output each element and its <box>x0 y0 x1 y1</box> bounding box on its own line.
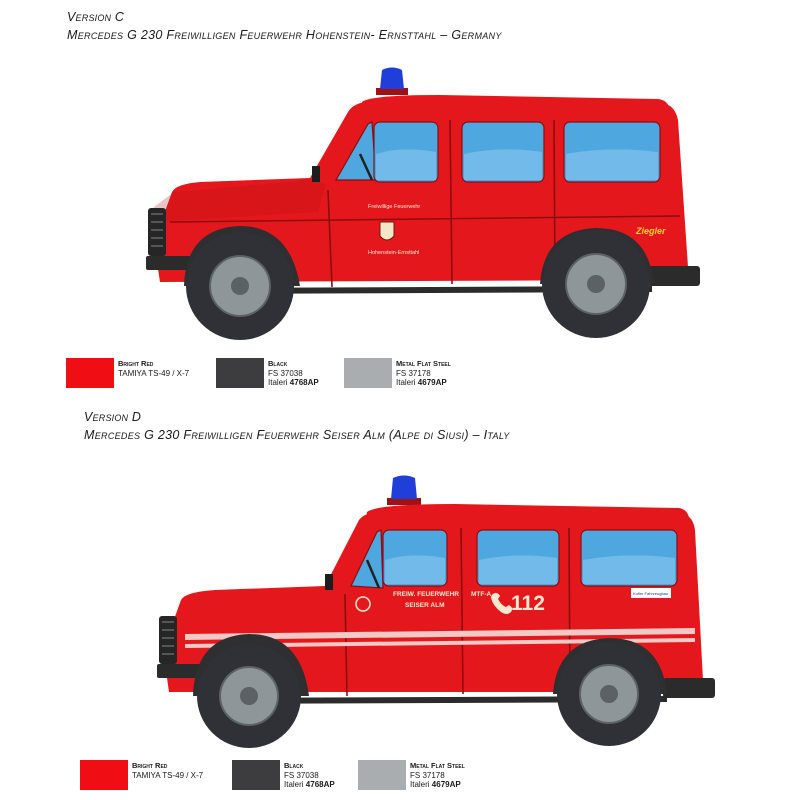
paint-code: TAMIYA TS-49 / X-7 <box>132 770 204 780</box>
paint-code: FS 37178 <box>396 368 431 378</box>
door-text-line2: Hohenstein-Ernsttahl <box>368 250 419 256</box>
windshield <box>350 529 384 589</box>
paint-name: Metal Flat Steel <box>410 761 465 770</box>
version-d-vehicle-illustration: FREIW. FEUERWEHR SEISER ALM MTF-A 112 Ko… <box>157 475 715 748</box>
version-c-vehicle-illustration: Freiwillige Feuerwehr Hohenstein-Ernstta… <box>146 67 700 340</box>
paint-black: Black FS 37038 Italeri 4768AP <box>268 359 319 388</box>
door-text-line1: FREIW. FEUERWEHR <box>393 591 459 598</box>
paint-name: Black <box>268 359 288 368</box>
version-c-title: Mercedes G 230 Freiwilligen Feuerwehr Ho… <box>67 28 502 42</box>
mta-text: MTF-A <box>471 591 492 598</box>
rear-bumper <box>648 266 700 286</box>
side-stripes <box>185 628 695 640</box>
front-bumper <box>157 664 203 678</box>
paint-bright-red: Bright Red TAMIYA TS-49 / X-7 <box>132 761 203 780</box>
paint-name: Metal Flat Steel <box>396 359 451 368</box>
paint-code: FS 37038 <box>268 368 303 378</box>
paint-black: Black FS 37038 Italeri 4768AP <box>284 761 335 790</box>
paint-italeri: Italeri 4679AP <box>396 378 447 387</box>
paint-name: Bright Red <box>132 761 168 770</box>
version-d-section: Version D Mercedes G 230 Freiwilligen Fe… <box>0 400 799 800</box>
rear-logo-text: Kofler Fahrzeugbau <box>633 591 668 596</box>
paint-italeri: Italeri 4768AP <box>268 378 319 387</box>
paint-code: TAMIYA TS-49 / X-7 <box>118 368 190 378</box>
mirror <box>325 574 333 590</box>
swatch-bright-red <box>80 760 128 790</box>
rear-bumper <box>663 678 715 698</box>
blue-beacon <box>380 67 404 89</box>
door-crest <box>379 221 395 241</box>
swatch-black <box>232 760 280 790</box>
rear-logo <box>631 588 671 598</box>
version-d-label: Version D <box>84 410 142 424</box>
number-112: 112 <box>511 592 545 615</box>
swatch-bright-red <box>66 358 114 388</box>
paint-bright-red: Bright Red TAMIYA TS-49 / X-7 <box>118 359 189 378</box>
swatch-metal-flat-steel <box>344 358 392 388</box>
paint-italeri: Italeri 4679AP <box>410 780 461 789</box>
door-emblem <box>355 596 371 612</box>
version-c-label: Version C <box>67 10 125 24</box>
mirror <box>312 166 320 182</box>
beacon-base <box>376 88 408 95</box>
front-bumper <box>146 256 192 270</box>
beacon-base <box>387 498 421 505</box>
swatch-black <box>216 358 264 388</box>
paint-metal-flat-steel: Metal Flat Steel FS 37178 Italeri 4679AP <box>396 359 451 388</box>
door-text-line1: Freiwillige Feuerwehr <box>368 204 420 210</box>
paint-code: FS 37038 <box>284 770 319 780</box>
grille <box>148 208 166 256</box>
paint-italeri: Italeri 4768AP <box>284 780 335 789</box>
door-text-line2: SEISER ALM <box>405 602 445 609</box>
phone-icon <box>491 592 513 614</box>
version-c-section: Version C Mercedes G 230 Freiwilligen Fe… <box>66 10 700 388</box>
paint-name: Bright Red <box>118 359 154 368</box>
blue-beacon <box>391 475 417 499</box>
paint-name: Black <box>284 761 304 770</box>
version-d-title: Mercedes G 230 Freiwilligen Feuerwehr Se… <box>84 428 510 442</box>
body-main <box>163 512 703 692</box>
swatch-metal-flat-steel <box>358 760 406 790</box>
grille <box>159 616 177 664</box>
bonnet <box>154 180 326 222</box>
paint-metal-flat-steel: Metal Flat Steel FS 37178 Italeri 4679AP <box>410 761 465 790</box>
rear-text: Ziegler <box>635 226 666 236</box>
paint-code: FS 37178 <box>410 770 445 780</box>
